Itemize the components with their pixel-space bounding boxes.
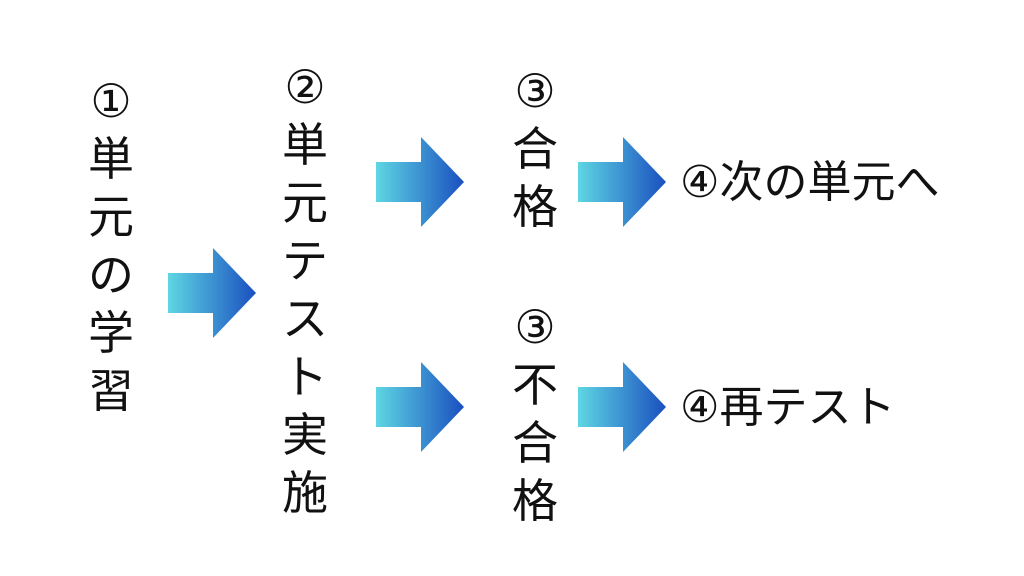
step2-column: ② 単 元 テ ス ト 実 施	[282, 58, 328, 522]
step3-pass-column: ③ 合 格	[512, 62, 558, 236]
arrow-icon-3-to-4-pass	[578, 137, 666, 227]
step4-fail-label: ④再テスト	[680, 382, 896, 433]
step3-fail-char: 不	[512, 358, 558, 412]
step1-char: の	[88, 248, 134, 302]
step3-fail-char: 格	[512, 474, 558, 528]
step2-char: 単	[282, 118, 328, 172]
step1-char: 元	[88, 190, 134, 244]
step1-column: ① 単 元 の 学 習	[88, 72, 134, 420]
step3-pass-char: 格	[512, 180, 558, 234]
step3-pass-number: ③	[514, 64, 556, 118]
step3-fail-number: ③	[514, 300, 556, 354]
step3-pass-char: 合	[512, 122, 558, 176]
step2-char: テ	[282, 234, 328, 288]
arrow-icon-2-to-3-fail	[376, 362, 464, 452]
step2-char: ス	[282, 292, 328, 346]
step1-char: 習	[88, 364, 134, 418]
arrow-icon-1-to-2	[168, 248, 256, 338]
step2-char: 施	[282, 466, 328, 520]
step3-fail-column: ③ 不 合 格	[512, 298, 558, 530]
step2-char: ト	[282, 350, 328, 404]
step3-fail-char: 合	[512, 416, 558, 470]
arrow-icon-2-to-3-pass	[376, 137, 464, 227]
step2-char: 元	[282, 176, 328, 230]
step1-char: 単	[88, 132, 134, 186]
arrow-icon-3-to-4-fail	[578, 362, 666, 452]
step4-pass-label: ④次の単元へ	[680, 157, 940, 208]
step1-number: ①	[90, 74, 132, 128]
step2-number: ②	[284, 60, 326, 114]
step1-char: 学	[88, 306, 134, 360]
step2-char: 実	[282, 408, 328, 462]
